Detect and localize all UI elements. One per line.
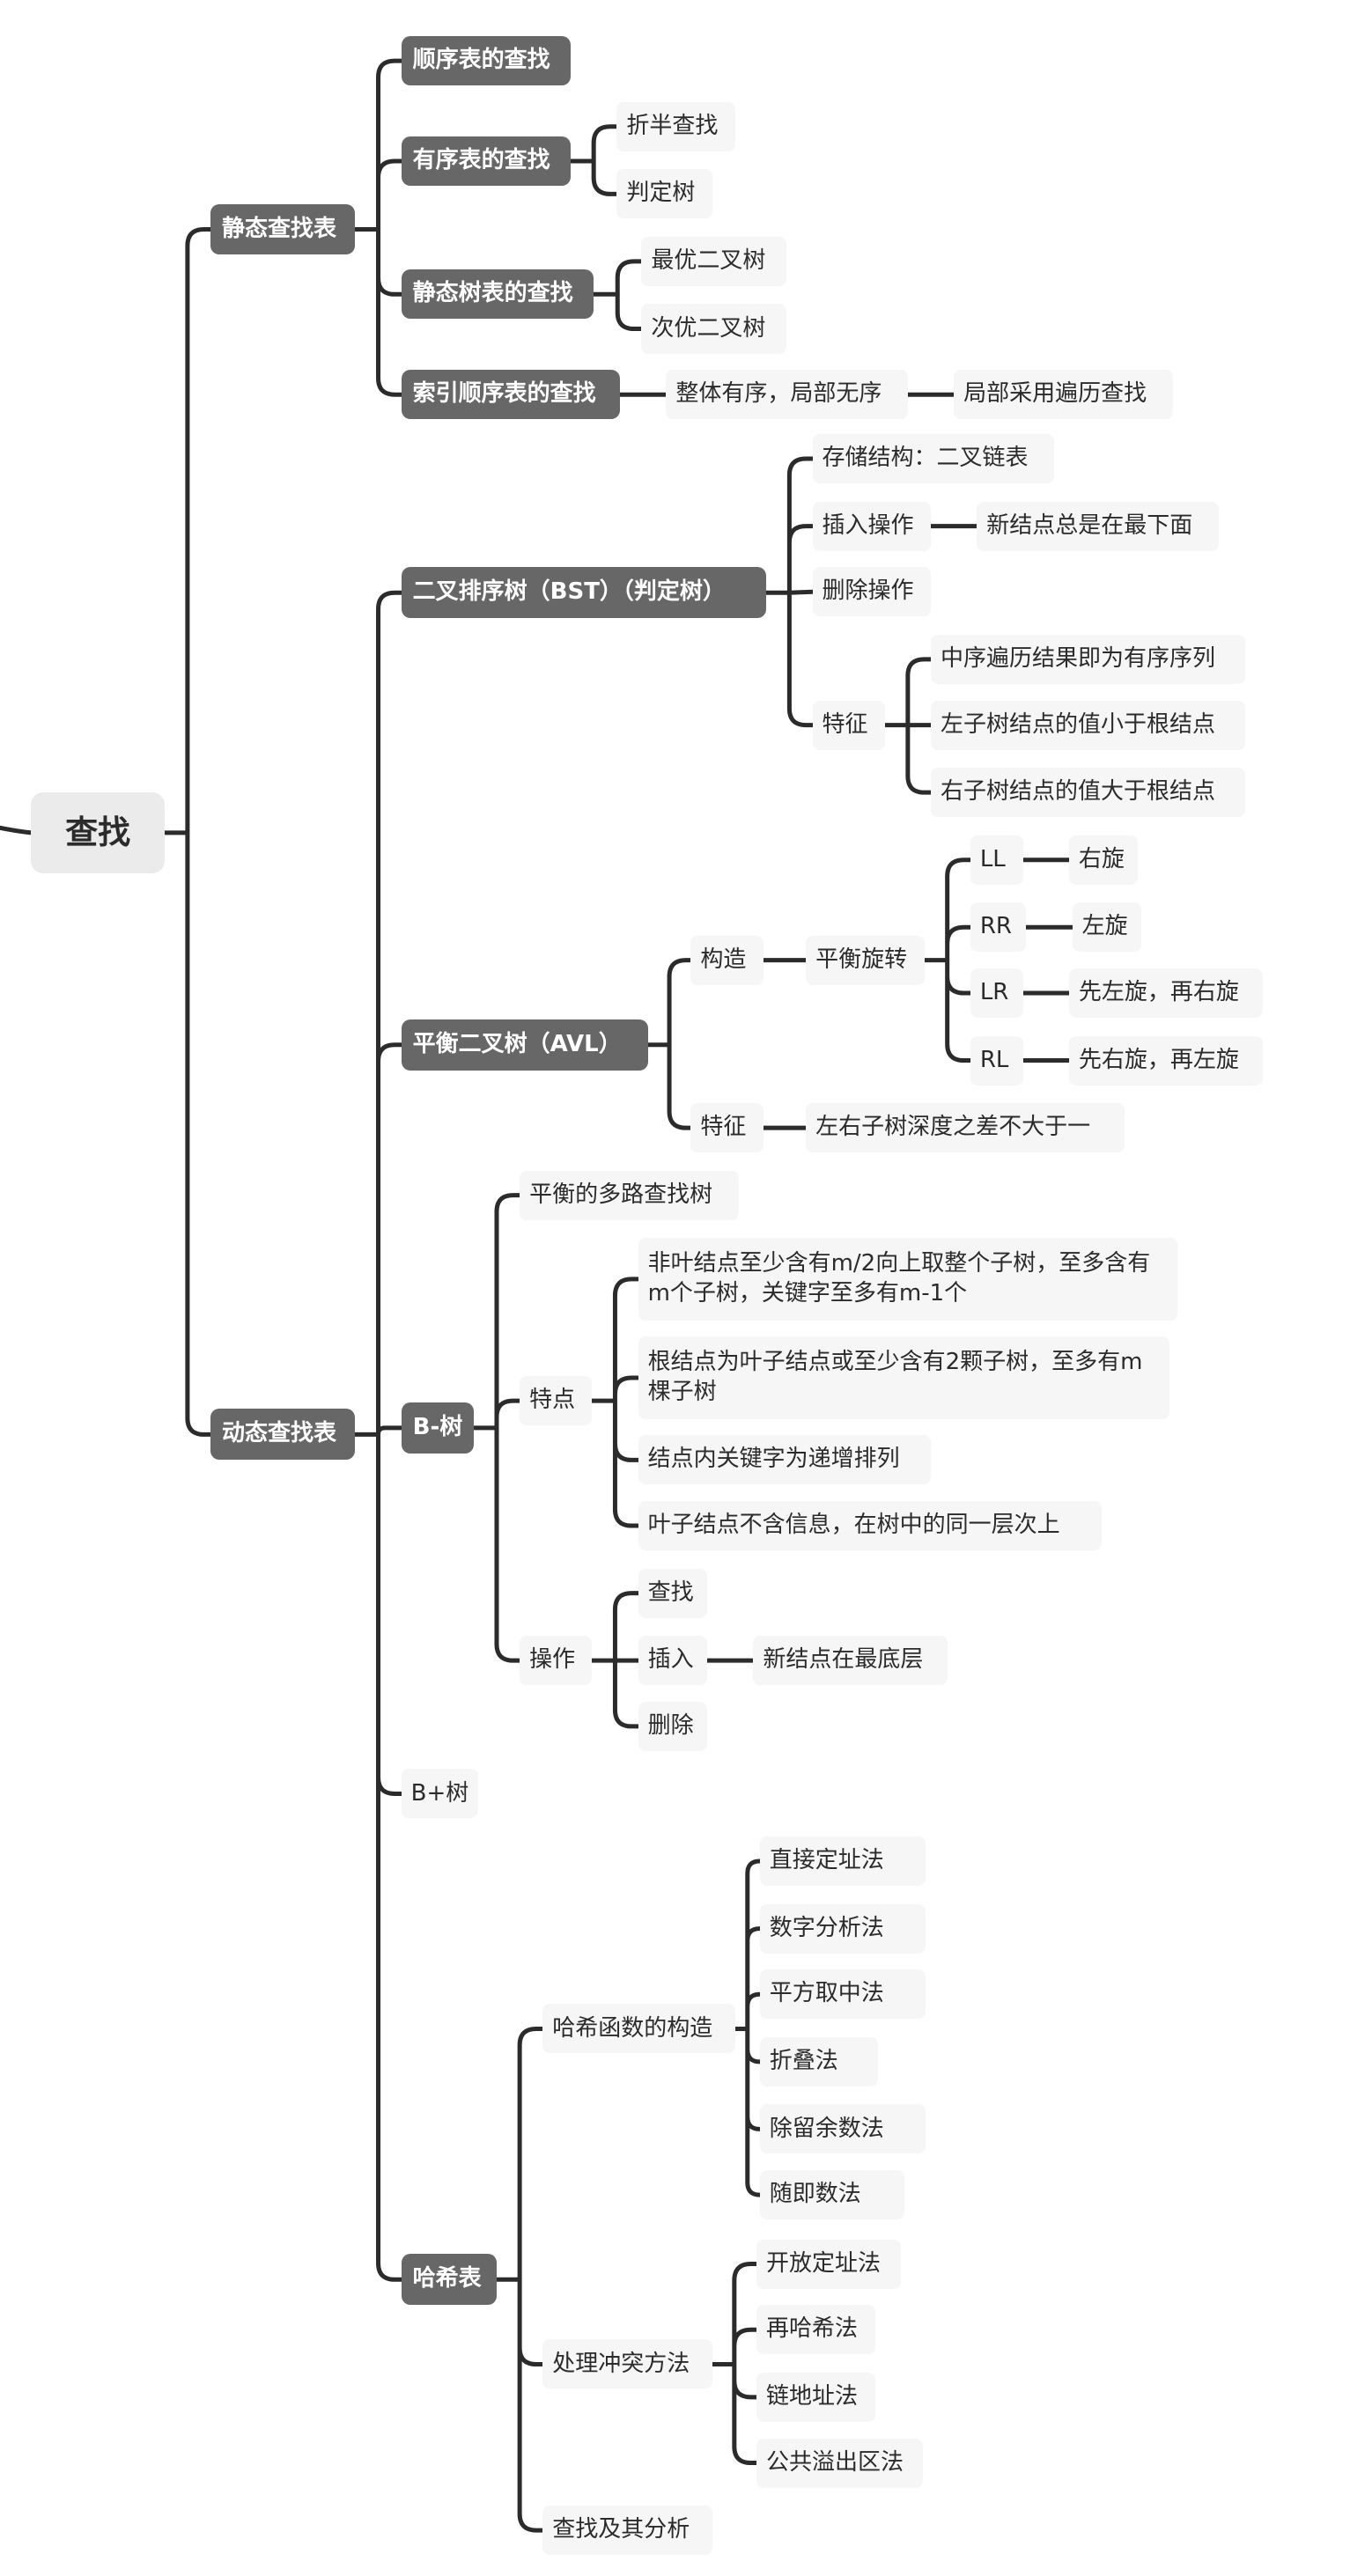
- connector-static: [352, 58, 404, 397]
- node-overall-ordered[interactable]: 整体有序，局部无序: [666, 370, 908, 420]
- node-b-tree-property-keys[interactable]: 结点内关键字为递增排列: [638, 1435, 931, 1485]
- node-b-tree-op-insert-note[interactable]: 新结点在最底层: [753, 1636, 948, 1686]
- node-hash-table[interactable]: 哈希表: [401, 2254, 497, 2306]
- node-local-traversal[interactable]: 局部采用遍历查找: [954, 370, 1173, 420]
- node-static-table[interactable]: 静态查找表: [210, 203, 356, 255]
- node-rotation-rl[interactable]: RL: [970, 1035, 1023, 1086]
- node-b-tree-property-root[interactable]: 根结点为叶子结点或至少含有2颗子树，至多有m棵子树: [638, 1336, 1169, 1419]
- node-b-tree-definition[interactable]: 平衡的多路查找树: [520, 1170, 739, 1220]
- node-avl-feature[interactable]: 特征: [690, 1103, 764, 1153]
- node-collision-rehash[interactable]: 再哈希法: [756, 2305, 875, 2355]
- node-optimal-binary-tree[interactable]: 最优二叉树: [641, 236, 786, 286]
- connector-hcollision: [710, 2262, 759, 2466]
- node-b-tree[interactable]: B-树: [401, 1402, 474, 1454]
- node-static-tree-search[interactable]: 静态树表的查找: [401, 269, 594, 320]
- node-sequential-search[interactable]: 顺序表的查找: [401, 36, 571, 86]
- node-index-sequential-search[interactable]: 索引顺序表的查找: [401, 370, 621, 420]
- node-b-plus-tree[interactable]: B+树: [401, 1769, 479, 1819]
- node-avl[interactable]: 平衡二叉树（AVL）: [401, 1019, 648, 1071]
- node-b-tree-property-leaves[interactable]: 叶子结点不含信息，在树中的同一层次上: [638, 1501, 1103, 1551]
- node-bst-storage[interactable]: 存储结构：二叉链表: [812, 434, 1055, 484]
- node-hash-digit-analysis[interactable]: 数字分析法: [759, 1903, 926, 1954]
- node-bst-feature-left[interactable]: 左子树结点的值小于根结点: [931, 700, 1245, 750]
- node-hash-mid-square[interactable]: 平方取中法: [759, 1969, 926, 2020]
- node-collision-chaining[interactable]: 链地址法: [756, 2372, 875, 2422]
- node-decision-tree[interactable]: 判定树: [616, 169, 712, 219]
- node-dynamic-table[interactable]: 动态查找表: [210, 1409, 356, 1461]
- node-bst-feature-right[interactable]: 右子树结点的值大于根结点: [931, 768, 1245, 818]
- node-hash-folding[interactable]: 折叠法: [759, 2036, 879, 2087]
- root-node-search[interactable]: 查找: [31, 792, 165, 873]
- connector-rotation: [922, 857, 973, 1064]
- node-hash-analysis[interactable]: 查找及其分析: [542, 2506, 712, 2556]
- node-b-tree-operations[interactable]: 操作: [520, 1636, 593, 1686]
- node-b-tree-properties[interactable]: 特点: [520, 1376, 593, 1426]
- node-rotation-lr-action[interactable]: 先左旋，再右旋: [1068, 968, 1264, 1018]
- connector-dynamic: [352, 590, 404, 2282]
- node-bst-feature[interactable]: 特征: [812, 700, 885, 750]
- node-rotation-ll[interactable]: LL: [970, 835, 1023, 885]
- node-collision-overflow-area[interactable]: 公共溢出区法: [756, 2438, 923, 2488]
- node-bst-delete[interactable]: 删除操作: [812, 567, 931, 617]
- node-bst-insert-note[interactable]: 新结点总是在最下面: [977, 501, 1219, 551]
- node-avl-feature-note[interactable]: 左右子树深度之差不大于一: [806, 1103, 1125, 1153]
- root-lead-line: [0, 825, 33, 835]
- node-hash-collision[interactable]: 处理冲突方法: [542, 2339, 712, 2389]
- node-rotation-ll-action[interactable]: 右旋: [1068, 835, 1139, 885]
- node-bst-feature-inorder[interactable]: 中序遍历结果即为有序序列: [931, 634, 1245, 684]
- connector-bops: [589, 1591, 641, 1729]
- connector-hash: [494, 2027, 545, 2533]
- node-hash-random[interactable]: 随即数法: [759, 2170, 905, 2220]
- node-b-tree-op-insert[interactable]: 插入: [638, 1636, 707, 1686]
- connector-ordered: [568, 124, 619, 196]
- node-b-tree-op-search[interactable]: 查找: [638, 1568, 707, 1618]
- node-rotation-rl-action[interactable]: 先右旋，再左旋: [1068, 1035, 1264, 1086]
- node-rotation-rr[interactable]: RR: [970, 902, 1027, 953]
- node-hash-division[interactable]: 除留余数法: [759, 2104, 926, 2154]
- node-bst-insert[interactable]: 插入操作: [812, 501, 931, 551]
- connector-statictree: [591, 259, 644, 331]
- node-collision-open-addressing[interactable]: 开放定址法: [756, 2239, 902, 2289]
- node-bst[interactable]: 二叉排序树（BST）（判定树）: [401, 567, 767, 619]
- connector-bstfeat: [882, 657, 933, 795]
- node-avl-rotation[interactable]: 平衡旋转: [806, 935, 925, 985]
- connector-avl: [645, 958, 693, 1130]
- node-b-tree-op-delete[interactable]: 删除: [638, 1701, 707, 1751]
- node-b-tree-property-nonleaf[interactable]: 非叶结点至少含有m/2向上取整个子树，至多含有m个子树，关键字至多有m-1个: [638, 1238, 1178, 1321]
- connector-root: [162, 227, 213, 1437]
- connector-bst: [764, 456, 815, 728]
- node-avl-construct[interactable]: 构造: [690, 935, 764, 985]
- node-hash-function-construction[interactable]: 哈希函数的构造: [542, 2004, 735, 2054]
- node-ordered-search[interactable]: 有序表的查找: [401, 136, 571, 187]
- connector-btree: [471, 1193, 522, 1663]
- connector-bprops: [589, 1277, 641, 1528]
- node-suboptimal-binary-tree[interactable]: 次优二叉树: [641, 304, 786, 354]
- connector-hconstruct: [733, 1858, 763, 2197]
- connector-lines: [0, 58, 1075, 2533]
- node-rotation-lr[interactable]: LR: [970, 968, 1023, 1018]
- node-binary-search[interactable]: 折半查找: [616, 101, 735, 151]
- node-rotation-rr-action[interactable]: 左旋: [1072, 902, 1142, 953]
- node-hash-direct-addressing[interactable]: 直接定址法: [759, 1836, 926, 1886]
